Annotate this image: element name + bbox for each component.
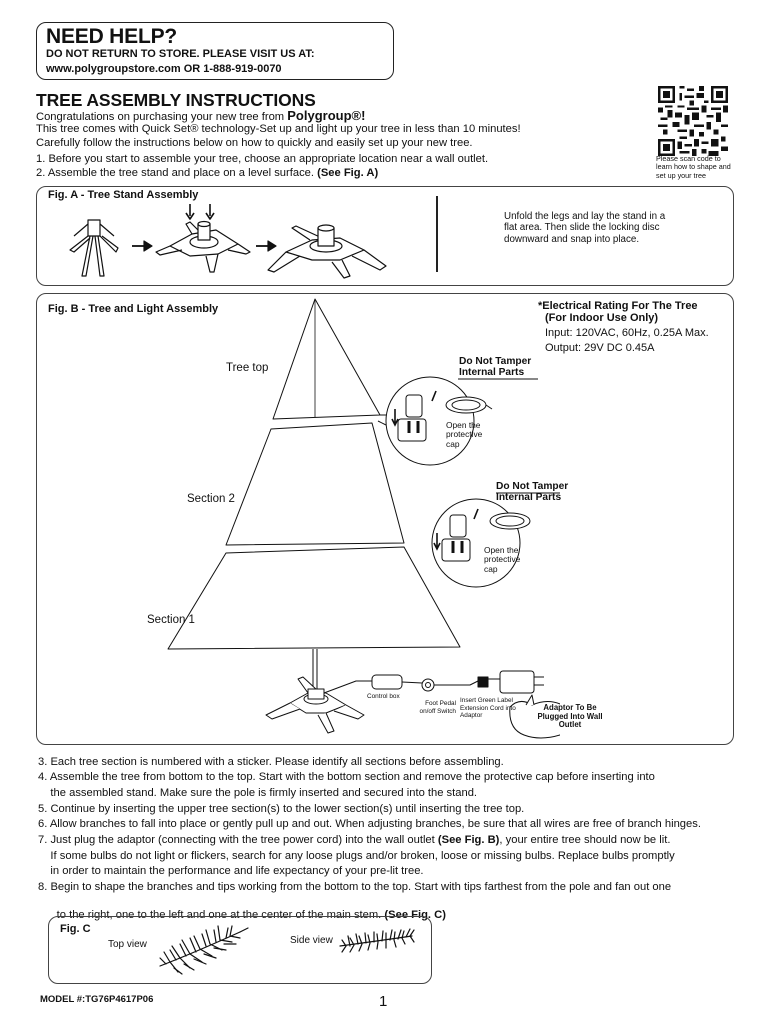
step-7-cont-1: If some bulbs do not light or flickers, … (38, 850, 675, 862)
intro-quickset: This tree comes with Quick Set® technolo… (36, 123, 521, 135)
step-4: 4. Assemble the tree from bottom to the … (38, 771, 655, 783)
section-2-label: Section 2 (187, 493, 235, 505)
step-4-cont: the assembled stand. Make sure the pole … (38, 787, 478, 799)
intro-congrats: Congratulations on purchasing your new t… (36, 108, 365, 123)
cap-instruction-2: Open the protective cap (484, 545, 521, 574)
section-1-label: Section 1 (147, 614, 195, 626)
qr-code-icon[interactable] (657, 86, 729, 156)
step-8-text: to the right, one to the left and one at… (44, 909, 385, 921)
insert-green-label: Insert Green Label Extension Cord into A… (460, 697, 516, 720)
congrats-text: Congratulations on purchasing your new t… (36, 111, 288, 123)
step-7-suffix: , your entire tree should now be lit. (499, 834, 671, 846)
input-rating: Input: 120VAC, 60Hz, 0.25A Max. (545, 327, 709, 339)
fig-b-title: Fig. B - Tree and Light Assembly (48, 303, 219, 315)
cap-instruction-1: Open the protective cap (446, 420, 483, 449)
brand-name: Polygroup®! (287, 108, 366, 123)
tree-section-1 (167, 546, 461, 650)
fig-a-panel (36, 186, 734, 286)
connector-detail-2 (431, 498, 531, 588)
fig-c-title: Fig. C (60, 923, 91, 935)
step-2: 2. Assemble the tree stand and place on … (36, 167, 378, 179)
fig-a-instructions: Unfold the legs and lay the stand in a f… (504, 211, 666, 245)
help-contact: www.polygroupstore.com OR 1-888-919-0070 (46, 63, 282, 75)
top-view-label: Top view (108, 939, 147, 950)
electrical-rating-title: *Electrical Rating For The Tree (538, 300, 698, 312)
warning-2-line1: Do Not Tamper (496, 481, 569, 492)
foot-pedal-label: Foot Pedal on/off Switch (419, 700, 456, 715)
fig-c-panel (48, 916, 432, 984)
step-2-text: 2. Assemble the tree stand and place on … (36, 167, 318, 179)
adaptor-label: Adaptor To Be Plugged Into Wall Outlet (537, 703, 603, 730)
page-title: TREE ASSEMBLY INSTRUCTIONS (36, 90, 316, 110)
branch-top-view-icon (159, 925, 249, 975)
step-1: 1. Before you start to assemble your tre… (36, 153, 489, 165)
step-3: 3. Each tree section is numbered with a … (38, 756, 504, 768)
tree-stand-illustration (69, 204, 387, 279)
step-7-text: 7. Just plug the adaptor (connecting wit… (38, 834, 438, 846)
output-rating: Output: 29V DC 0.45A (545, 342, 655, 354)
folded-stand-icon (69, 219, 119, 277)
tree-stand-icon (265, 676, 365, 734)
step-7-cont-2: in order to maintain the performance and… (38, 865, 424, 877)
step-6: 6. Allow branches to fall into place or … (38, 818, 701, 830)
step-7: 7. Just plug the adaptor (connecting wit… (38, 834, 670, 846)
control-box-icon (371, 674, 403, 690)
step-8: 8. Begin to shape the branches and tips … (38, 881, 672, 893)
fig-a-title: Fig. A - Tree Stand Assembly (48, 189, 199, 201)
adaptor-icon (499, 670, 535, 694)
branch-side-view-icon (339, 928, 415, 953)
branch-illustration (159, 925, 415, 975)
step-7-ref: (See Fig. B) (437, 834, 500, 846)
tree-assembly-illustration (167, 298, 560, 739)
step-5: 5. Continue by inserting the upper tree … (38, 803, 525, 815)
warning-1-line1: Do Not Tamper (459, 356, 532, 367)
unfolded-stand-icon (155, 204, 251, 273)
tree-section-2 (225, 422, 405, 546)
tree-top-section (272, 298, 381, 420)
help-title: NEED HELP? (46, 25, 178, 48)
warning-2-line2: Internal Parts (496, 492, 562, 503)
warning-1-line2: Internal Parts (459, 367, 525, 378)
help-box (36, 22, 394, 80)
connector-detail-1 (377, 376, 493, 466)
control-box-label: Control box (367, 693, 400, 700)
indoor-use-note: (For Indoor Use Only) (545, 312, 659, 324)
locked-stand-icon (267, 224, 387, 279)
model-number: MODEL #:TG76P4617P06 (40, 994, 154, 1005)
step-2-ref: (See Fig. A) (317, 167, 379, 179)
page-number: 1 (379, 993, 388, 1010)
fig-b-panel (36, 293, 734, 745)
fig-a-divider (436, 196, 438, 272)
tree-top-label: Tree top (226, 362, 269, 374)
qr-caption: Please scan code to learn how to shape a… (656, 154, 731, 180)
help-notice: DO NOT RETURN TO STORE. PLEASE VISIT US … (46, 48, 315, 60)
side-view-label: Side view (290, 935, 333, 946)
intro-carefully: Carefully follow the instructions below … (36, 137, 473, 149)
